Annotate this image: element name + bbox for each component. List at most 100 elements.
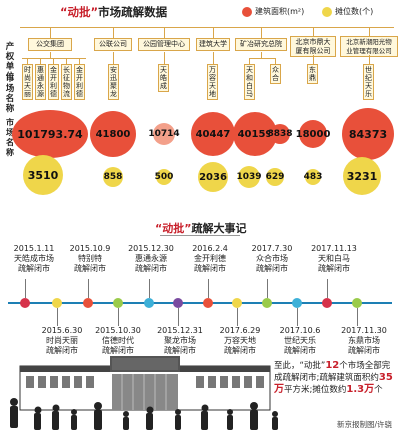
event-date: 2015.1.11	[13, 244, 55, 253]
market-box: 金开利德	[48, 64, 59, 100]
area-bubble-6: 18000	[296, 120, 330, 148]
event-bottom-2: 2015.12.31 聚龙市场 疏解闭市	[157, 326, 203, 356]
timeline-dot	[322, 298, 332, 308]
tree-stem	[275, 58, 276, 64]
legend-stall: 摊位数(个)	[322, 6, 373, 17]
stall-bubble-1: 858	[103, 167, 123, 187]
timeline-dot	[113, 298, 123, 308]
event-line1: 聚龙市场	[164, 336, 196, 345]
event-date: 2016.2.4	[192, 244, 228, 253]
timeline-dot	[352, 298, 362, 308]
tree-branch	[249, 58, 276, 59]
summary-p4: 个	[374, 385, 383, 395]
event-line2: 疏解闭市	[318, 264, 350, 273]
owner-box-3: 建筑大学	[196, 38, 230, 51]
timeline-dot	[292, 298, 302, 308]
legend-area: 建筑面积(m²)	[242, 6, 304, 17]
market-row-label-2: 市场名称	[6, 118, 14, 157]
market-box: 长征物流	[61, 64, 72, 100]
owner-box-6: 北京新潮阳光物 业管理有限公司	[340, 36, 398, 57]
event-date: 2015.10.30	[95, 326, 141, 335]
timeline-dot	[232, 298, 242, 308]
summary-text: 至此，“动批”12个市场全部完成疏解闭市;疏解建筑面积约35万平方米;摊位数约1…	[274, 360, 394, 396]
timeline-dot	[144, 298, 154, 308]
market-box: 时尚天丽	[22, 64, 33, 100]
event-line2: 疏解闭市	[284, 346, 316, 355]
event-line1: 信德时代	[102, 336, 134, 345]
title-rest: 市场疏解数据	[98, 5, 168, 19]
event-date: 2015.6.30	[41, 326, 83, 335]
stall-bubble-3: 2036	[198, 162, 228, 192]
event-date: 2017.11.30	[341, 326, 387, 335]
tree-stem	[50, 27, 51, 38]
event-line1: 天和白马	[318, 254, 350, 263]
tree-stem	[66, 58, 67, 64]
timeline-dot	[203, 298, 213, 308]
event-stem	[57, 308, 58, 326]
tree-stem	[213, 27, 214, 38]
market-box: 天和白马	[244, 64, 255, 100]
event-line2: 疏解闭市	[224, 346, 256, 355]
timeline-title-rule	[160, 235, 240, 236]
tree-stem	[249, 58, 250, 64]
event-date: 2015.10.9	[69, 244, 111, 253]
legend-stall-swatch	[322, 6, 332, 17]
event-line1: 世纪天乐	[284, 336, 316, 345]
event-top-4: 2017.7.30 众合市场 疏解闭市	[252, 244, 293, 274]
event-line1: 万容天地	[224, 336, 256, 345]
owner-box-2: 公园管理中心	[138, 38, 190, 51]
market-illustration	[10, 356, 278, 430]
market-row-label: 市场名称	[5, 74, 15, 114]
event-top-0: 2015.1.11 天皓成市场 疏解闭市	[14, 244, 55, 274]
timeline-title-rest: 疏解大事记	[191, 222, 247, 235]
market-box: 天皓成	[158, 64, 169, 92]
event-stem	[237, 308, 238, 326]
event-bottom-5: 2017.11.30 东鼎市场 疏解闭市	[341, 326, 387, 356]
tree-stem	[40, 58, 41, 64]
event-top-1: 2015.10.9 特别特 疏解闭市	[70, 244, 111, 274]
event-date: 2015.12.30	[128, 244, 174, 253]
event-bottom-0: 2015.6.30 时尚天丽 疏解闭市	[42, 326, 83, 356]
event-top-5: 2017.11.13 天和白马 疏解闭市	[311, 244, 357, 274]
event-line2: 疏解闭市	[194, 264, 226, 273]
area-bubble-4: 40159	[233, 112, 277, 156]
owner-box-0: 公交集团	[28, 38, 72, 51]
event-line2: 疏解闭市	[18, 264, 50, 273]
tree-stem	[313, 55, 314, 64]
market-box: 安迅聚龙	[108, 64, 119, 100]
event-line1: 东鼎市场	[348, 336, 380, 345]
stall-bubble-4: 1039	[236, 166, 262, 188]
summary-p1: 至此，“动批”	[274, 361, 326, 371]
market-box: 万容天地	[207, 64, 218, 100]
owner-box-4: 矿冶研究总院	[235, 38, 287, 51]
stall-bubble-5: 629	[266, 168, 284, 186]
tree-stem	[213, 52, 214, 64]
owner-box-1: 公联公司	[94, 38, 132, 51]
event-stem	[297, 308, 298, 326]
credit: 新京报制图/许骁	[336, 420, 392, 429]
timeline-title-highlight: “动批”	[155, 222, 192, 235]
stall-bubble-7: 3231	[343, 157, 381, 195]
timeline-dot	[83, 298, 93, 308]
stall-bubble-2: 500	[155, 169, 173, 185]
tree-top-line	[20, 27, 394, 28]
header: “动批”市场疏解数据 建筑面积(m²) 摊位数(个)	[0, 0, 400, 22]
owner-box-5: 北京市鼎大 厦有限公司	[290, 36, 336, 57]
legend-stall-label: 摊位数(个)	[335, 7, 374, 16]
event-bottom-1: 2015.10.30 信德时代 疏解闭市	[95, 326, 141, 356]
tree-branch	[22, 58, 86, 59]
event-bottom-4: 2017.10.6 世纪天乐 疏解闭市	[280, 326, 321, 356]
event-stem	[88, 279, 89, 298]
legend-area-label: 建筑面积(m²)	[255, 7, 305, 16]
event-line1: 天皓成市场	[14, 254, 54, 263]
event-date: 2017.7.30	[251, 244, 293, 253]
timeline-axis	[8, 302, 392, 304]
market-box: 惠通永源	[35, 64, 46, 100]
event-line2: 疏解闭市	[74, 264, 106, 273]
event-stem	[327, 279, 328, 298]
tree-stem	[164, 52, 165, 64]
event-bottom-3: 2017.6.29 万容天地 疏解闭市	[220, 326, 261, 356]
event-date: 2017.11.13	[311, 244, 357, 253]
legend-area-swatch	[242, 6, 252, 17]
timeline-dot	[20, 298, 30, 308]
